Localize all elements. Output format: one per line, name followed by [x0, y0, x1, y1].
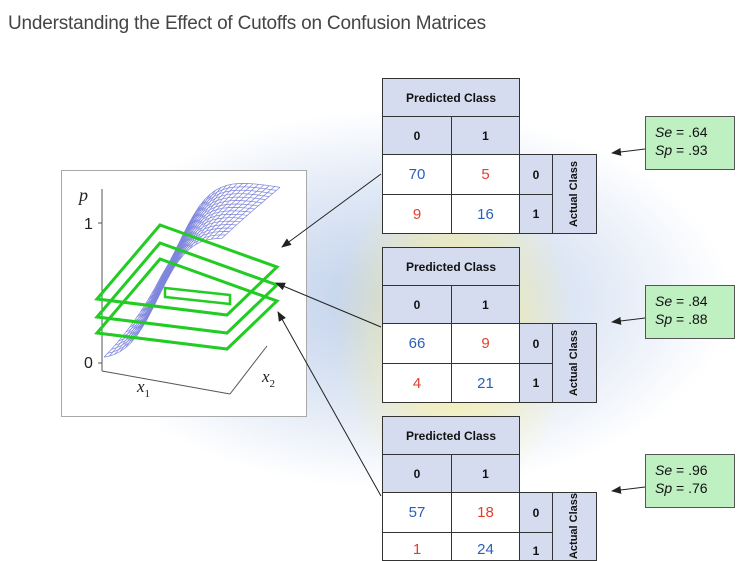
- actual-class-label: Actual Class: [552, 154, 597, 234]
- cell-true-positive: 16: [451, 194, 520, 234]
- cell-false-negative: 1: [382, 532, 452, 561]
- surface-grid-line: [125, 217, 244, 333]
- cell-false-positive: 18: [451, 492, 520, 533]
- stats-box-2: Se = .84 Sp = .88: [645, 285, 735, 339]
- cell-false-positive: 5: [451, 154, 520, 195]
- actual-class-label: Actual Class: [552, 323, 597, 403]
- surface-grid-line: [216, 186, 275, 239]
- predicted-col-1: 1: [451, 116, 520, 155]
- predicted-class-header: Predicted Class: [382, 78, 520, 117]
- cell-true-positive: 24: [451, 532, 520, 561]
- predicted-col-0: 0: [382, 285, 452, 324]
- surface-grid-line: [147, 196, 266, 301]
- x2-axis: [229, 345, 268, 395]
- cutoff-plane-low: [94, 257, 280, 351]
- cell-false-negative: 4: [382, 363, 452, 403]
- plot-axes: [98, 189, 268, 395]
- surface-grid-line: [161, 183, 281, 275]
- surface-grid-line: [136, 207, 255, 318]
- page-title: Understanding the Effect of Cutoffs on C…: [8, 13, 486, 34]
- cutoff-plane-inner: [163, 286, 232, 306]
- actual-class-label: Actual Class: [552, 492, 597, 561]
- predicted-col-1: 1: [451, 285, 520, 324]
- specificity-line: Sp = .88: [655, 311, 708, 327]
- predicted-class-header: Predicted Class: [382, 416, 520, 455]
- p-axis-label: p: [77, 185, 88, 205]
- cell-false-negative: 9: [382, 194, 452, 234]
- surface-grid-line: [107, 234, 226, 354]
- surface-grid-line: [173, 183, 232, 269]
- p-tick-label-1: 1: [84, 216, 93, 233]
- cell-true-negative: 66: [382, 323, 452, 364]
- sensitivity-line: Se = .84: [655, 293, 708, 309]
- actual-row-1: 1: [519, 363, 553, 403]
- predicted-col-0: 0: [382, 116, 452, 155]
- stats-box-3: Se = .96 Sp = .76: [645, 454, 735, 508]
- surface-grid-line: [132, 210, 252, 323]
- surface-grid-line: [103, 237, 223, 358]
- x1-axis-label: x1: [136, 377, 150, 400]
- surface-grid-line: [118, 224, 237, 342]
- surface-grid-line: [140, 203, 259, 313]
- actual-row-1: 1: [519, 194, 553, 234]
- surface-grid-line: [109, 265, 168, 357]
- predicted-col-1: 1: [451, 454, 520, 493]
- actual-row-1: 1: [519, 532, 553, 561]
- actual-row-0: 0: [519, 492, 553, 533]
- predicted-col-0: 0: [382, 454, 452, 493]
- surface-grid-line: [221, 187, 281, 239]
- surface-plot-svg: p 1 0 x1 x2: [77, 183, 281, 400]
- x2-axis-label: x2: [261, 367, 275, 390]
- specificity-line: Sp = .93: [655, 142, 708, 158]
- x1-axis: [101, 370, 231, 395]
- sensitivity-line: Se = .64: [655, 124, 708, 140]
- cell-true-positive: 21: [451, 363, 520, 403]
- surface-mesh: [103, 183, 281, 358]
- probability-surface-plot: p 1 0 x1 x2: [61, 170, 307, 417]
- predicted-class-header: Predicted Class: [382, 247, 520, 286]
- specificity-line: Sp = .76: [655, 480, 708, 496]
- cell-true-negative: 70: [382, 154, 452, 195]
- surface-grid-line: [143, 200, 262, 307]
- cell-false-positive: 9: [451, 323, 520, 364]
- surface-grid-line: [158, 186, 277, 282]
- actual-row-0: 0: [519, 154, 553, 195]
- stats-box-1: Se = .64 Sp = .93: [645, 116, 735, 170]
- actual-row-0: 0: [519, 323, 553, 364]
- sensitivity-line: Se = .96: [655, 462, 708, 478]
- p-tick-label-0: 0: [84, 355, 93, 372]
- cell-true-negative: 57: [382, 492, 452, 533]
- cutoff-plane-high: [94, 223, 280, 317]
